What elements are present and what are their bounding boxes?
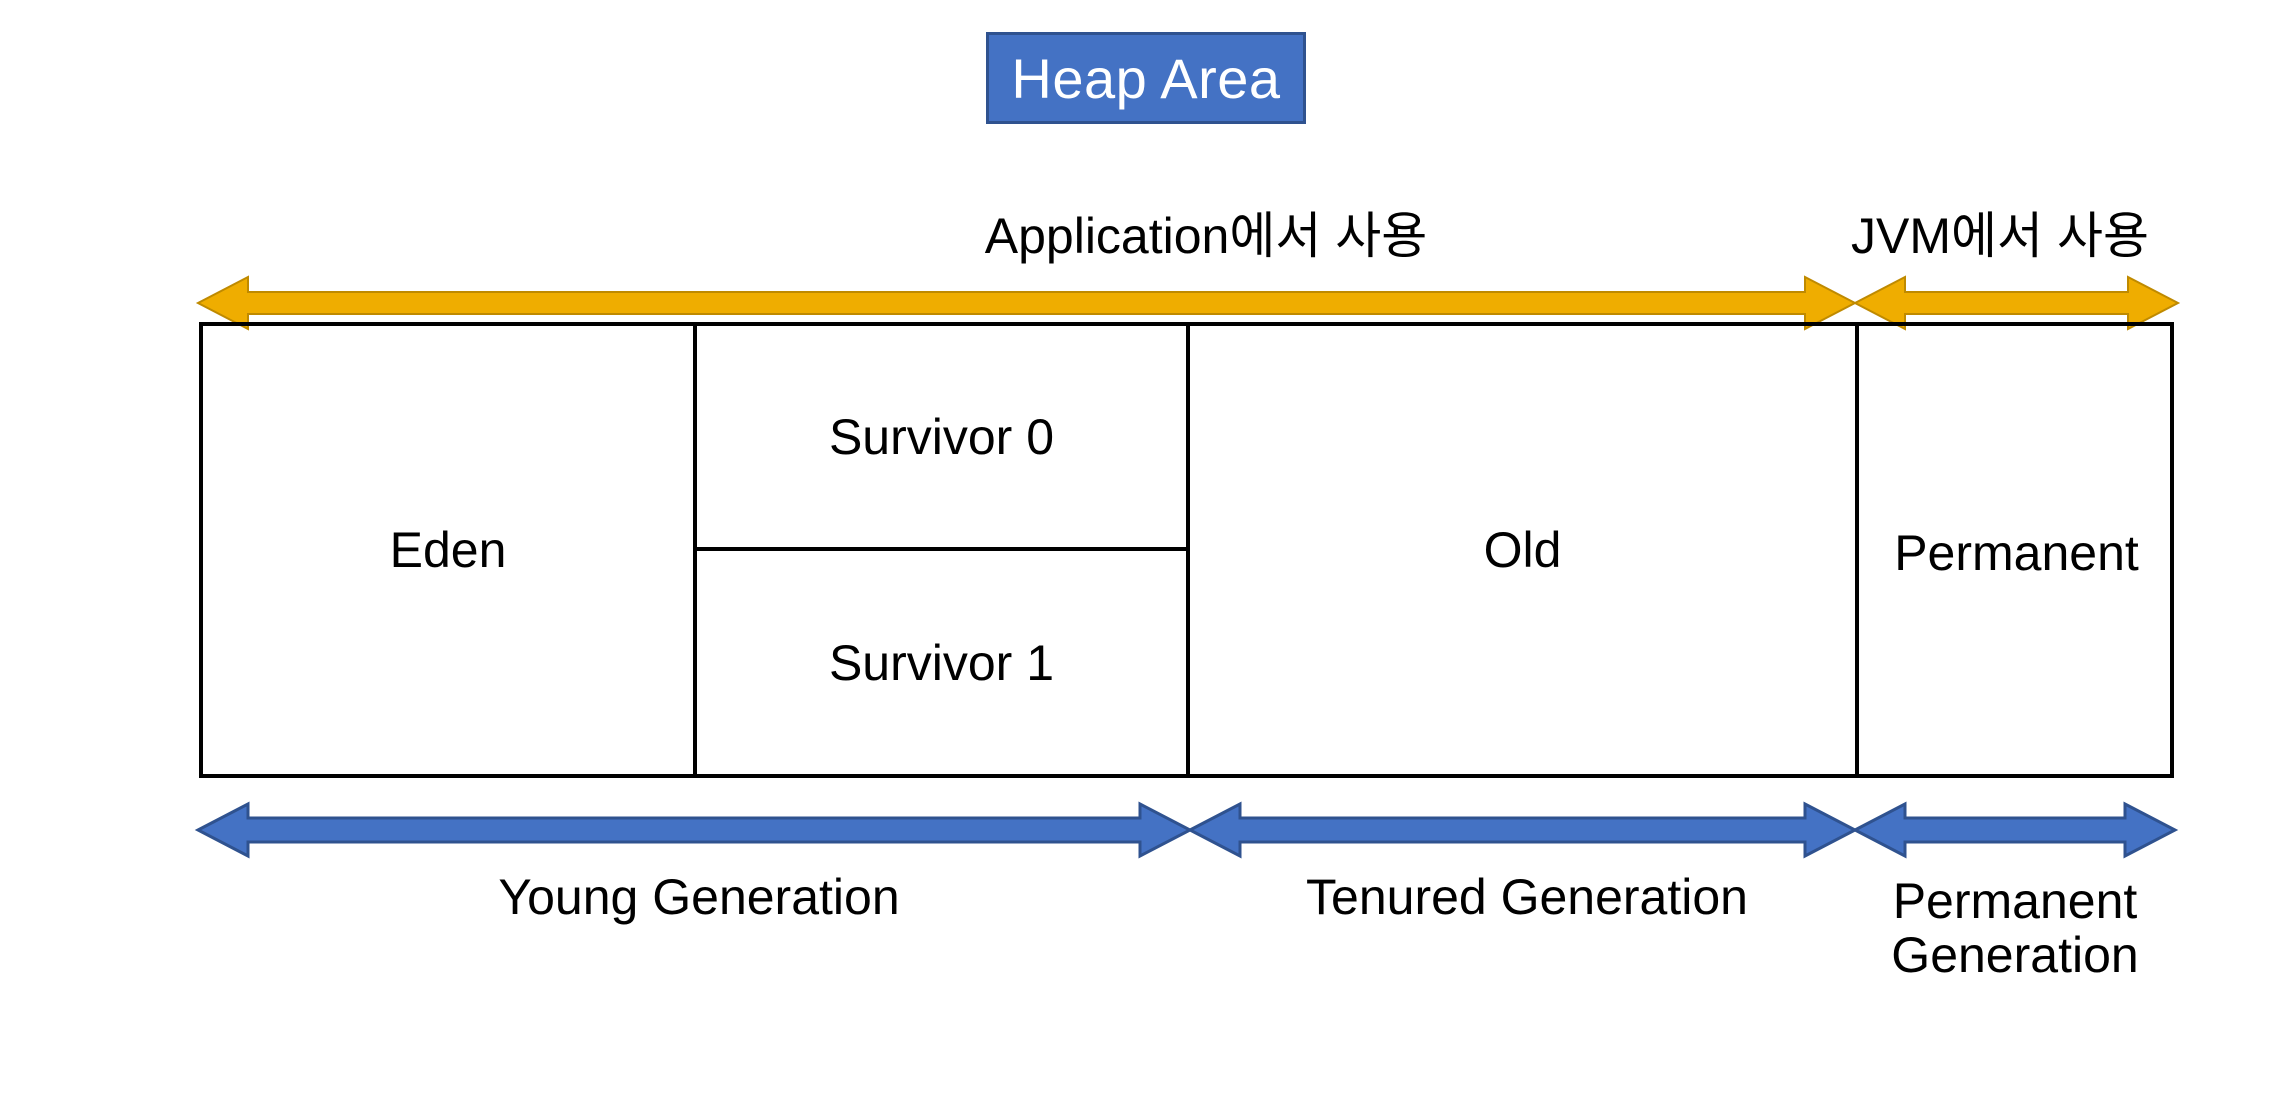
generation-label-young: Young Generation (498, 869, 900, 925)
scope-label-application: Application에서 사용 (984, 208, 1428, 264)
memory-region-survivor-0-label: Survivor 0 (828, 408, 1055, 465)
memory-region-eden-label: Eden (389, 522, 507, 578)
memory-region-permanent: Permanent (1859, 326, 2174, 774)
memory-region-survivor-1: Survivor 1 (697, 551, 1186, 774)
blue-arrow-tenured-generation (1186, 801, 1859, 859)
memory-region-survivor-0: Survivor 0 (697, 326, 1186, 551)
memory-region-survivor-1-label: Survivor 1 (828, 634, 1055, 691)
scope-label-jvm: JVM에서 사용 (1851, 208, 2149, 264)
heap-area-title-badge: Heap Area (986, 32, 1306, 124)
memory-region-old: Old (1190, 326, 1859, 774)
memory-region-survivor-column: Survivor 0 Survivor 1 (697, 326, 1190, 778)
heap-memory-box: Eden Survivor 0 Survivor 1 Old Permanent (199, 322, 2174, 778)
memory-region-old-label: Old (1483, 522, 1562, 578)
blue-arrow-permanent-generation (1851, 801, 2179, 859)
generation-label-tenured: Tenured Generation (1306, 869, 1748, 925)
blue-arrow-young-generation (194, 801, 1194, 859)
memory-region-permanent-label: Permanent (1894, 525, 2139, 581)
memory-region-eden: Eden (203, 326, 697, 774)
generation-label-permanent: Permanent Generation (1891, 873, 2139, 983)
